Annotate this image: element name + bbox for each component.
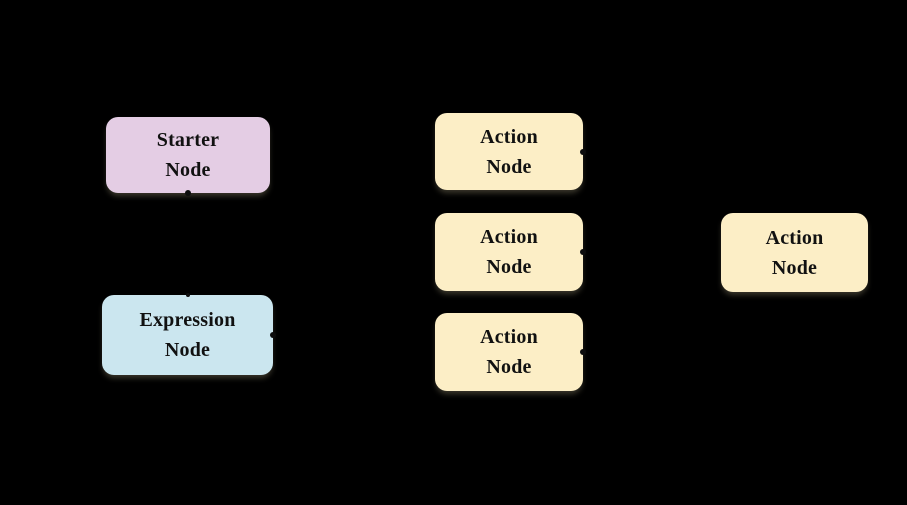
action-node-label: Action Node xyxy=(480,326,538,378)
action-node-label: Action Node xyxy=(480,125,538,178)
action-node-label: Action Node xyxy=(480,226,538,278)
starter-node[interactable]: Starter Node xyxy=(106,117,270,196)
connection-handle-top[interactable] xyxy=(185,293,190,297)
action-node-1[interactable]: Action Node xyxy=(435,113,586,190)
action-node-3[interactable]: Action Node xyxy=(435,313,586,391)
connection-handle-bottom[interactable] xyxy=(185,190,191,196)
action-node-2[interactable]: Action Node xyxy=(435,213,586,291)
connection-handle-right[interactable] xyxy=(270,332,276,338)
connection-handle-right[interactable] xyxy=(580,249,586,255)
connection-handle-right[interactable] xyxy=(580,148,586,155)
starter-node-label: Starter Node xyxy=(156,129,220,181)
action-node-label: Action Node xyxy=(765,226,824,279)
expression-node-label: Expression Node xyxy=(139,309,236,361)
action-node-4[interactable]: Action Node xyxy=(721,213,868,292)
expression-node[interactable]: Expression Node xyxy=(102,293,276,375)
connection-handle-right[interactable] xyxy=(580,349,586,355)
